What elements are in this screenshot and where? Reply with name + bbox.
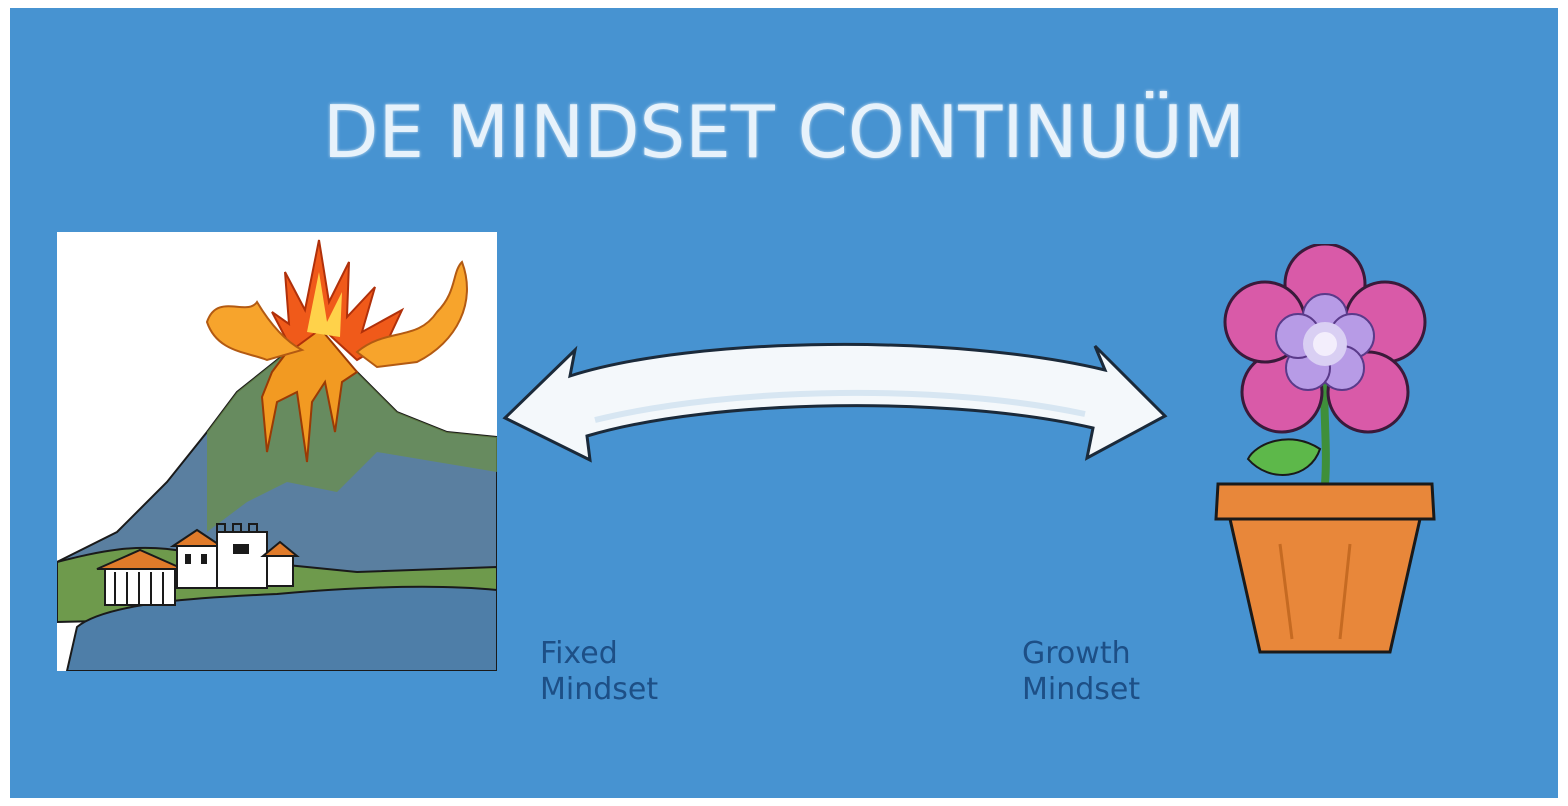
growth-label-line1: Growth [1022,636,1131,671]
page-title: DE MINDSET CONTINUÜM [323,90,1245,174]
slide-background: DE MINDSET CONTINUÜM [10,8,1558,798]
fixed-mindset-label: Fixed Mindset [540,636,658,708]
flower-pot-icon [1200,244,1450,664]
growth-label-line2: Mindset [1022,672,1141,707]
fixed-label-line2: Mindset [540,672,659,707]
fixed-label-line1: Fixed [540,636,618,671]
volcano-icon [57,232,497,671]
double-arrow-icon [495,328,1175,478]
growth-mindset-label: Growth Mindset [1022,636,1140,708]
